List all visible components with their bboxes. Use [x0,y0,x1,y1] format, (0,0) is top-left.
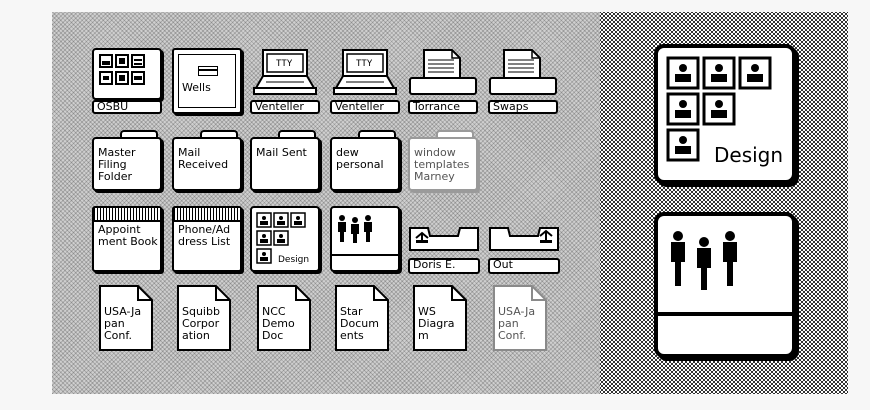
document-label: Squibb Corpor ation [182,305,220,342]
page-icon [335,285,389,351]
workspace-frame: Wells [172,48,242,114]
document-label: NCC Demo Doc [262,305,295,342]
folder-label: Master Filing Folder [92,137,162,191]
cabinet-body [92,48,162,100]
document-label: USA-Ja pan Conf. [104,305,142,342]
appointment-book-icon[interactable]: Appoint ment Book [92,206,164,274]
icon-label: Venteller [330,100,400,114]
folder-icon[interactable]: window templates Marney [408,130,480,193]
label-divider [658,312,792,316]
document-icon[interactable]: WS Diagra m [412,284,468,351]
document-icon[interactable]: Squibb Corpor ation [176,284,232,351]
folder-icon[interactable]: Mail Sent [250,130,322,193]
document-icon[interactable]: USA-Ja pan Conf. [492,284,548,351]
icon-label: Doris E. [408,258,480,274]
icon-label: Appoint ment Book [98,223,158,248]
icon-label: Design [278,255,310,265]
person-grid-large-icon [666,56,772,162]
group-frame: Design [250,206,320,272]
page-icon [177,285,231,351]
book-body: Phone/Ad dress List [172,206,242,272]
cabinet-contents-icon [99,54,145,85]
address-list-icon[interactable]: Phone/Ad dress List [172,206,244,274]
terminal-icon [253,49,317,95]
folder-label: window templates Marney [408,137,478,191]
folder-tab [200,130,238,139]
folder-icon[interactable]: dew personal [330,130,402,193]
page-icon [99,285,153,351]
icon-label: OSBU [92,100,162,114]
book-binding [94,208,160,222]
folder-icon[interactable]: Mail Received [172,130,244,193]
folder-tab [120,130,158,139]
out-basket-tray-icon [489,227,559,251]
out-basket-icon[interactable]: Out [488,224,560,274]
printer-icon [409,49,477,95]
folder-tab [358,130,396,139]
design-group-icon-large[interactable]: Design [654,44,796,184]
folder-label: Mail Sent [250,137,320,191]
icon-label: Wells [182,81,211,94]
torrance-printer-icon[interactable]: Torrance [408,48,478,114]
zoomed-icons-pane: Design [600,12,848,394]
document-icon[interactable]: Star Docum ents [334,284,390,351]
design-group-icon[interactable]: Design [250,206,322,274]
icon-label: Swaps [488,100,558,114]
book-binding [174,208,240,222]
document-icon[interactable]: NCC Demo Doc [256,284,312,351]
osbu-cabinet-icon[interactable]: OSBU [92,48,162,114]
document-label: Star Docum ents [340,305,379,342]
terminal-screen-text: TTY [276,59,293,69]
printer-icon [489,49,557,95]
book-body: Appoint ment Book [92,206,162,272]
swaps-printer-icon[interactable]: Swaps [488,48,558,114]
doris-inbasket-icon[interactable]: Doris E. [408,224,480,274]
venteller-terminal-icon[interactable]: TTY Venteller [330,48,400,114]
icon-label: Out [488,258,560,274]
folder-icon[interactable]: Master Filing Folder [92,130,164,193]
page-icon [413,285,467,351]
page-icon [493,285,547,351]
folder-tab [436,130,474,139]
directory-frame [330,206,400,272]
folder-tab [278,130,316,139]
wells-workspace-icon[interactable]: Wells [172,48,242,114]
document-icon[interactable]: USA-Ja pan Conf. [98,284,154,351]
three-people-large-icon [671,231,737,290]
venteller-terminal-icon[interactable]: TTY Venteller [250,48,320,114]
document-label: USA-Ja pan Conf. [498,305,536,342]
page-icon [257,285,311,351]
in-basket-icon [409,227,479,251]
terminal-screen-text: TTY [356,59,373,69]
icon-label: Venteller [250,100,320,114]
people-directory-icon-large[interactable] [654,212,796,358]
desktop-pane[interactable]: OSBU Wells TTY Venteller [52,12,600,394]
label-divider [332,254,398,256]
person-grid-icon [256,212,306,264]
terminal-icon [333,49,397,95]
folder-label: dew personal [330,137,400,191]
icon-label: Phone/Ad dress List [178,223,231,248]
people-directory-icon[interactable] [330,206,402,274]
group-icon-label: Design [714,143,784,167]
document-label: WS Diagra m [418,305,455,342]
three-people-icon [338,215,372,243]
workspace-inner [178,54,236,108]
window-glyph-icon [198,66,218,76]
folder-label: Mail Received [172,137,242,191]
icon-label: Torrance [408,100,478,114]
